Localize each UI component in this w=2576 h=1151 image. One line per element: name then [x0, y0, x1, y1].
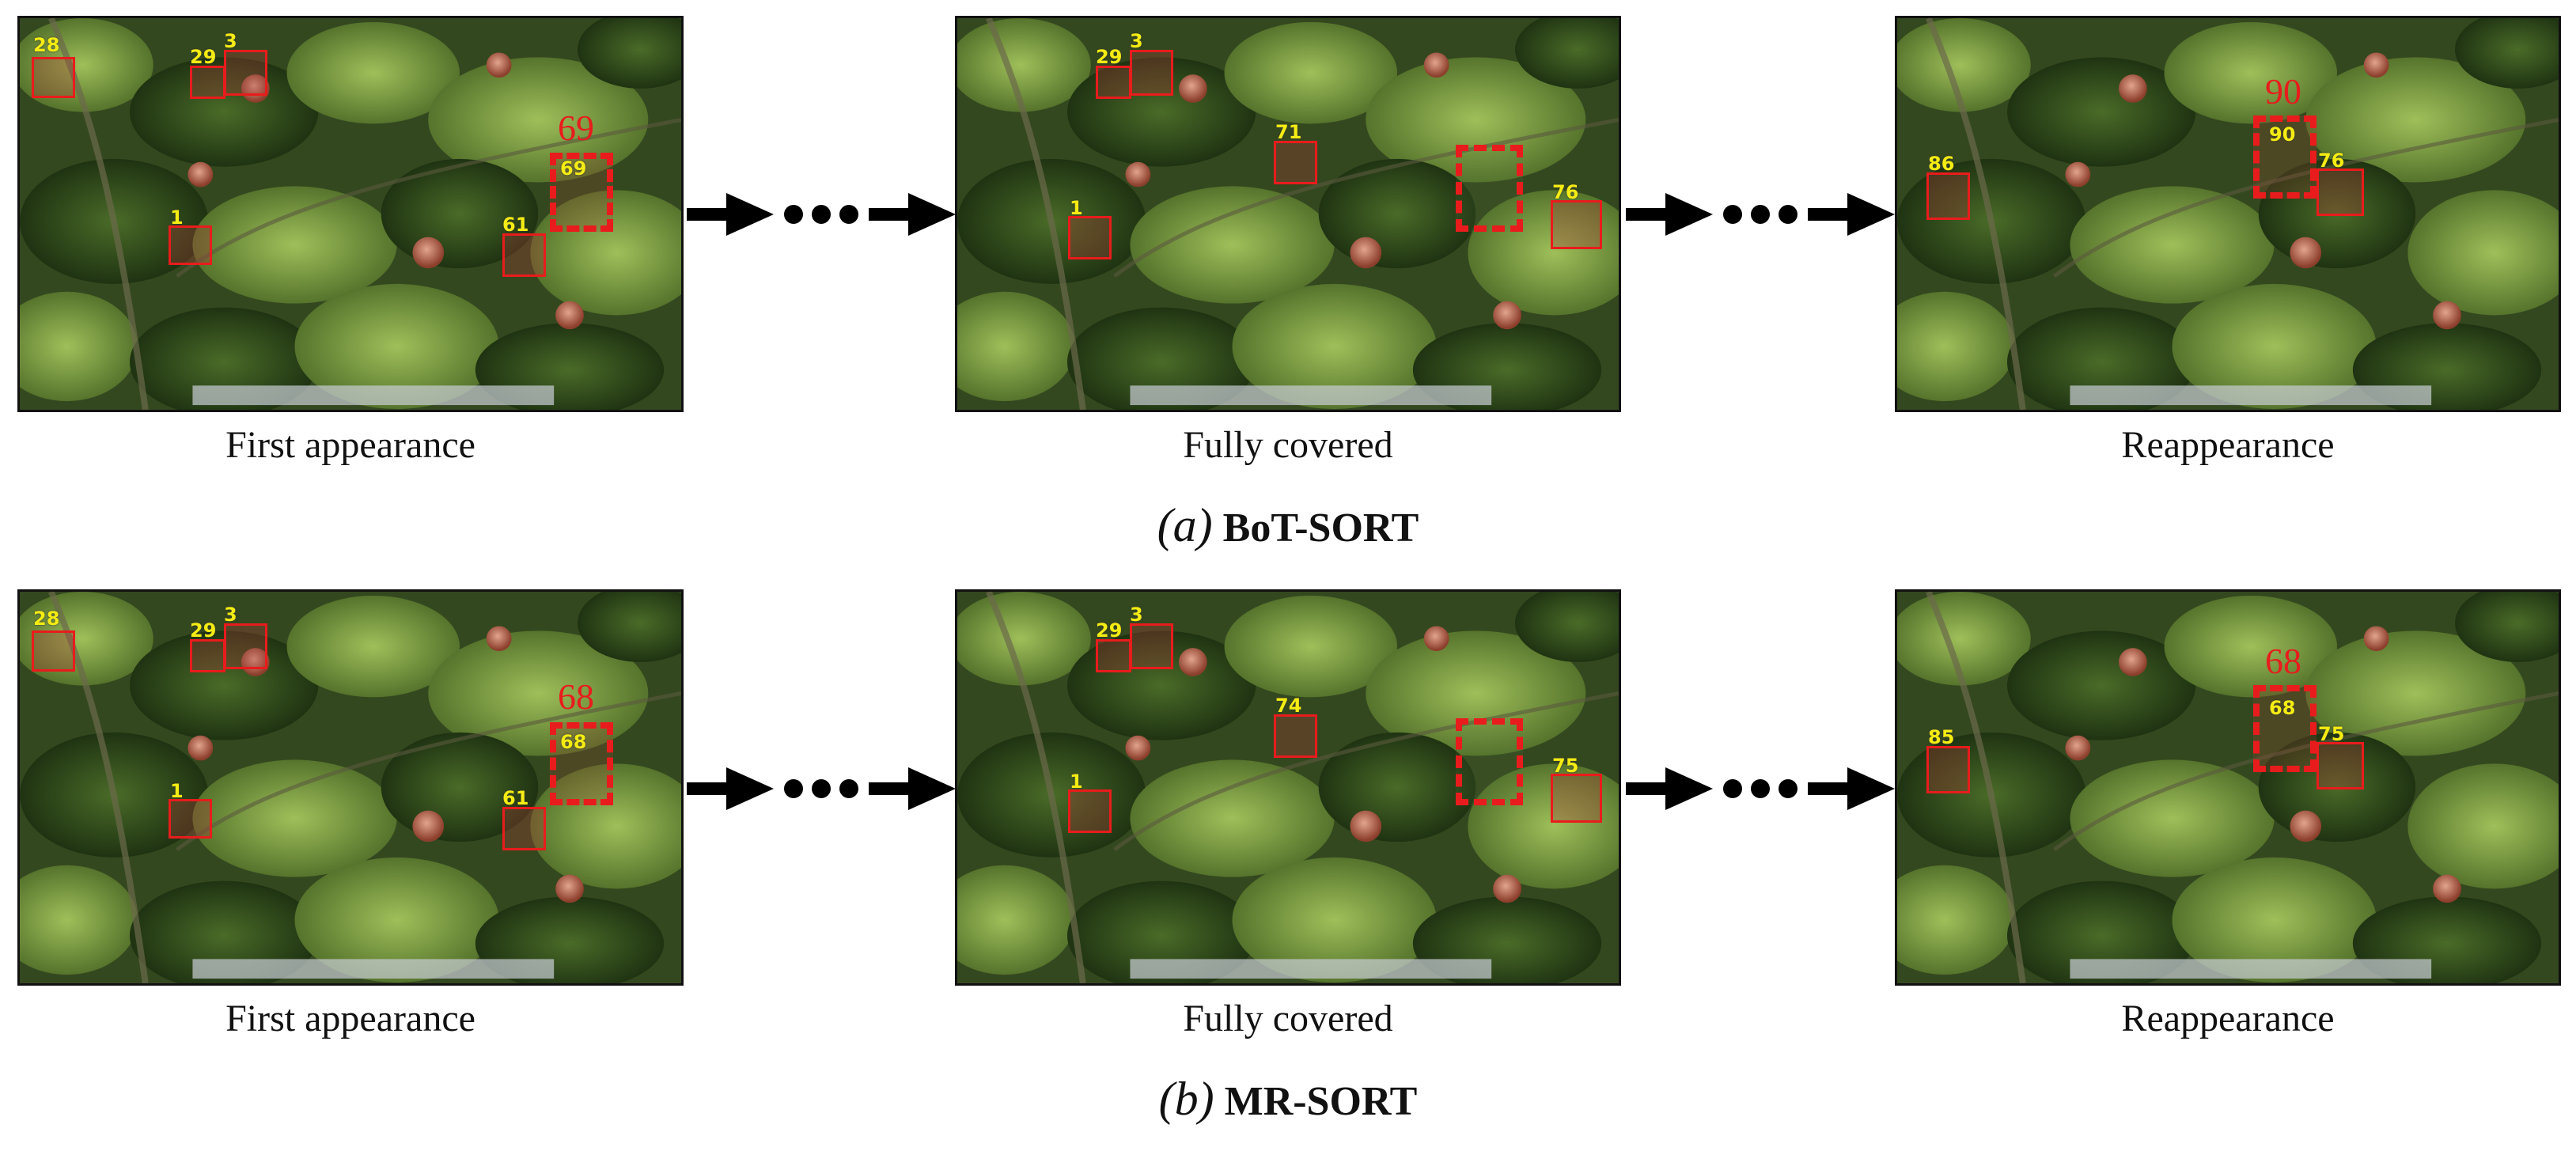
id-label-68: 68 [560, 731, 587, 753]
ellipsis-arrow [1626, 193, 1895, 236]
bbox-1 [1068, 789, 1112, 833]
panel-b-fully-covered: 29 3 74 1 75 [955, 589, 1621, 986]
panel-a-reappearance: 86 90 90 76 [1895, 16, 2561, 412]
id-label-61: 61 [502, 214, 529, 236]
method-name-b: MR-SORT [1224, 1079, 1418, 1124]
panel-a-fully-covered: 29 3 71 1 76 [955, 16, 1621, 412]
id-label-61: 61 [502, 787, 529, 809]
id-label-1: 1 [1070, 197, 1083, 219]
id-label-85: 85 [1928, 726, 1955, 748]
caption-first-appearance: First appearance [225, 998, 475, 1039]
bbox-3 [224, 50, 267, 96]
method-name-a: BoT-SORT [1222, 505, 1419, 551]
bbox-76 [2317, 168, 2364, 216]
bbox-occluded-dashed [1456, 145, 1523, 232]
bbox-76 [1551, 200, 1602, 249]
bbox-28 [32, 57, 75, 98]
id-label-28: 28 [33, 34, 60, 56]
id-label-28: 28 [33, 608, 60, 630]
orchard-image [1897, 592, 2559, 983]
highlight-id-69: 69 [558, 108, 594, 148]
panel-a-first-appearance: 28 29 3 69 69 1 61 [17, 16, 684, 412]
bbox-71 [1274, 141, 1317, 184]
id-label-1: 1 [170, 780, 184, 802]
id-label-1: 1 [1070, 770, 1083, 793]
row-label-b: (b) [1158, 1073, 1214, 1125]
id-label-29: 29 [1096, 619, 1123, 642]
bbox-61 [502, 233, 546, 277]
caption-reappearance: Reappearance [2121, 998, 2335, 1039]
id-label-1: 1 [170, 206, 184, 229]
bbox-29 [190, 66, 225, 99]
id-label-29: 29 [1096, 46, 1123, 68]
id-label-68: 68 [2269, 697, 2296, 719]
bbox-29 [1096, 66, 1131, 99]
row-title-b: (b) MR-SORT [0, 1072, 2576, 1126]
bbox-3 [1130, 623, 1173, 669]
id-label-29: 29 [190, 46, 217, 68]
bbox-1 [1068, 216, 1112, 259]
highlight-id-68: 68 [2265, 641, 2301, 681]
id-label-76: 76 [2318, 150, 2345, 172]
bbox-29 [1096, 639, 1131, 672]
caption-reappearance: Reappearance [2121, 424, 2335, 466]
ellipsis-arrow [1626, 767, 1895, 810]
caption-fully-covered: Fully covered [1183, 424, 1393, 466]
bbox-3 [224, 623, 267, 669]
id-label-75: 75 [2318, 723, 2345, 745]
panel-b-first-appearance: 28 29 3 68 68 1 61 [17, 589, 684, 986]
bbox-75 [2317, 742, 2364, 789]
id-label-69: 69 [560, 157, 587, 180]
bbox-3 [1130, 50, 1173, 96]
bbox-68-highlight [550, 722, 613, 805]
bbox-28 [32, 630, 75, 672]
orchard-image [1897, 18, 2559, 410]
bbox-75 [1551, 774, 1602, 823]
id-label-90: 90 [2269, 123, 2296, 146]
highlight-id-90: 90 [2265, 71, 2301, 112]
id-label-3: 3 [1130, 604, 1143, 626]
bbox-1 [169, 799, 212, 839]
bbox-85 [1926, 746, 1970, 793]
bbox-74 [1274, 714, 1317, 758]
bbox-61 [502, 807, 546, 850]
row-label-a: (a) [1157, 499, 1213, 551]
id-label-71: 71 [1275, 121, 1302, 143]
bbox-86 [1926, 172, 1970, 220]
id-label-86: 86 [1928, 153, 1955, 175]
bbox-1 [169, 225, 212, 265]
id-label-29: 29 [190, 619, 217, 642]
bbox-90-highlight [2253, 115, 2317, 199]
bbox-69-highlight [550, 153, 613, 232]
panel-b-reappearance: 85 68 68 75 [1895, 589, 2561, 986]
ellipsis-arrow [687, 767, 956, 810]
ellipsis-arrow [687, 193, 956, 236]
id-label-3: 3 [1130, 30, 1143, 52]
id-label-3: 3 [224, 30, 237, 52]
bbox-29 [190, 639, 225, 672]
id-label-3: 3 [224, 604, 237, 626]
id-label-76: 76 [1552, 181, 1579, 203]
id-label-74: 74 [1275, 695, 1302, 717]
id-label-75: 75 [1552, 755, 1579, 777]
bbox-occluded-dashed [1456, 718, 1523, 805]
row-title-a: (a) BoT-SORT [0, 498, 2576, 553]
bbox-68-highlight [2253, 685, 2317, 772]
highlight-id-68: 68 [558, 676, 594, 717]
caption-fully-covered: Fully covered [1183, 998, 1393, 1039]
caption-first-appearance: First appearance [225, 424, 475, 466]
